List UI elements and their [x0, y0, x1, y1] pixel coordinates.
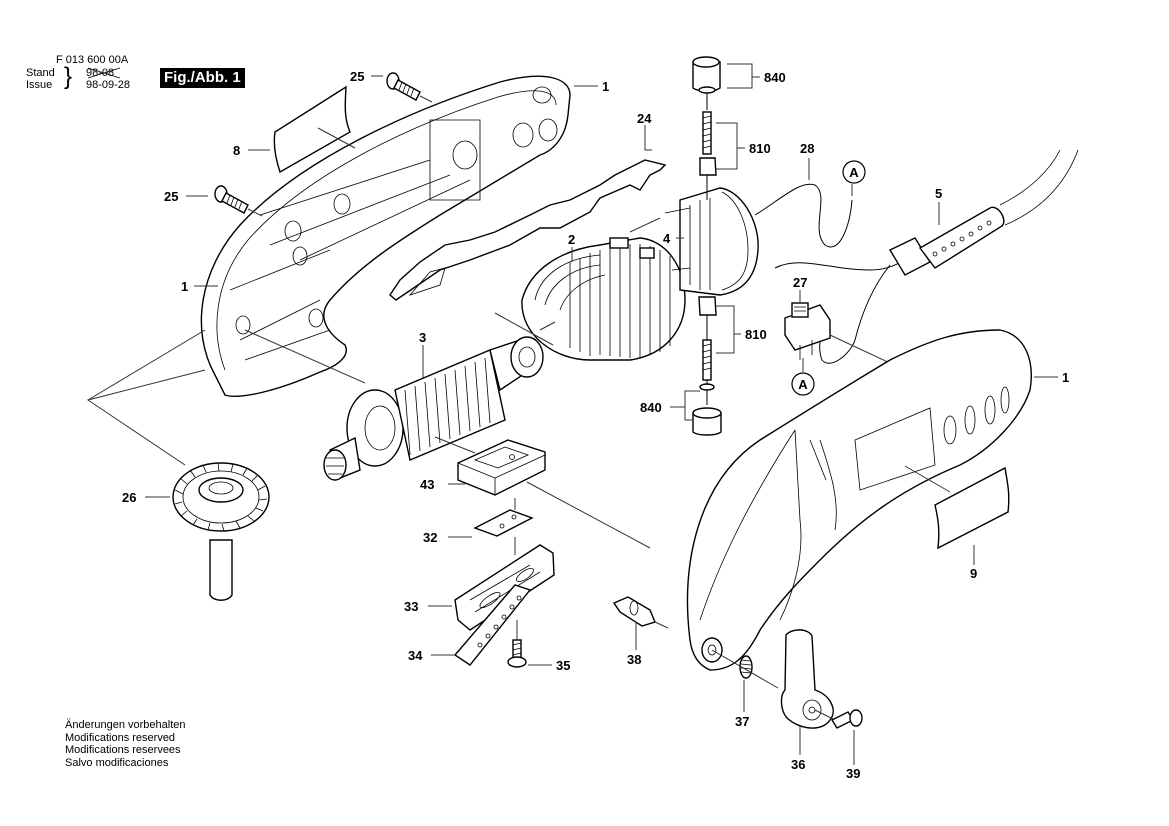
blade-clamp[interactable]: [453, 584, 532, 666]
stand-date: 98-08: [86, 67, 121, 79]
label-1-side: 1: [181, 279, 188, 294]
assembly-lines: [86, 312, 556, 466]
issue-label: Issue: [26, 79, 53, 91]
label-810-upper: 810: [749, 141, 771, 156]
label-4: 4: [663, 231, 671, 246]
carbon-brush-upper[interactable]: [699, 111, 717, 200]
connection-point-a-lower: A: [791, 372, 815, 396]
power-cord[interactable]: [889, 149, 1079, 276]
brush-cap-upper[interactable]: [692, 56, 721, 110]
locking-pin[interactable]: [612, 596, 669, 629]
label-34: 34: [408, 648, 423, 663]
label-25-lower: 25: [164, 189, 178, 204]
notice-line-de: Änderungen vorbehalten: [65, 719, 186, 731]
label-leaders: [145, 63, 1058, 765]
connection-point-a-upper: A: [842, 160, 866, 184]
brace-symbol: }: [64, 63, 73, 90]
clamp-screw[interactable]: [507, 620, 527, 668]
notice-line-es: Salvo modificaciones: [65, 756, 169, 769]
label-24: 24: [637, 111, 652, 126]
label-840-lower: 840: [640, 400, 662, 415]
strikethrough-mark: [87, 67, 121, 79]
label-3: 3: [419, 330, 426, 345]
brush-cap-lower[interactable]: [692, 383, 722, 436]
label-25-upper: 25: [350, 69, 364, 84]
slide-switch-bar[interactable]: [389, 159, 667, 301]
label-43: 43: [420, 477, 434, 492]
armature[interactable]: [323, 336, 544, 481]
svg-text:A: A: [798, 377, 808, 392]
bevel-gear-shaft[interactable]: [172, 462, 270, 601]
lever[interactable]: [780, 629, 836, 729]
nameplate-right[interactable]: [904, 465, 1010, 550]
label-32: 32: [423, 530, 437, 545]
stand-label: Stand: [26, 67, 55, 79]
figure-label: Fig./Abb. 1: [160, 68, 245, 88]
label-28: 28: [800, 141, 814, 156]
label-35: 35: [556, 658, 570, 673]
nameplate-left[interactable]: [273, 85, 356, 174]
document-number: F 013 600 00A: [56, 54, 129, 66]
label-8: 8: [233, 143, 240, 158]
guide-plate[interactable]: [473, 498, 534, 537]
modifications-notice: Änderungen vorbehalten Modifications res…: [65, 719, 185, 769]
issue-date: 98-09-28: [86, 79, 131, 91]
label-810-lower: 810: [745, 327, 767, 342]
label-1-top: 1: [602, 79, 609, 94]
notice-line-en: Modifications reserved: [65, 731, 176, 744]
brush-holder[interactable]: [629, 187, 759, 296]
label-26: 26: [122, 490, 136, 505]
label-38: 38: [627, 652, 641, 667]
assembly-line-lever: [711, 649, 779, 689]
housing-half-left[interactable]: [200, 75, 571, 397]
field-coil[interactable]: [521, 237, 686, 361]
svg-text:A: A: [849, 165, 859, 180]
on-off-switch[interactable]: [784, 302, 891, 364]
housing-half-right[interactable]: [686, 329, 1032, 671]
lever-screw[interactable]: [830, 709, 863, 729]
label-37: 37: [735, 714, 749, 729]
spring-washer[interactable]: [739, 655, 753, 679]
label-33: 33: [404, 599, 418, 614]
label-2: 2: [568, 232, 575, 247]
housing-screw-lower[interactable]: [214, 185, 263, 217]
connecting-wire[interactable]: [754, 183, 853, 248]
label-9: 9: [970, 566, 977, 581]
label-36: 36: [791, 757, 805, 772]
notice-line-fr: Modifications reservees: [65, 744, 181, 756]
label-1-right: 1: [1062, 370, 1069, 385]
label-27: 27: [793, 275, 807, 290]
guide-block[interactable]: [457, 439, 651, 549]
blade-holder[interactable]: [454, 537, 555, 631]
switch-wire-loop: [819, 264, 891, 364]
switch-wire: [774, 259, 906, 271]
label-840-upper: 840: [764, 70, 786, 85]
housing-screw-upper[interactable]: [386, 72, 433, 103]
label-39: 39: [846, 766, 860, 781]
label-5: 5: [935, 186, 942, 201]
